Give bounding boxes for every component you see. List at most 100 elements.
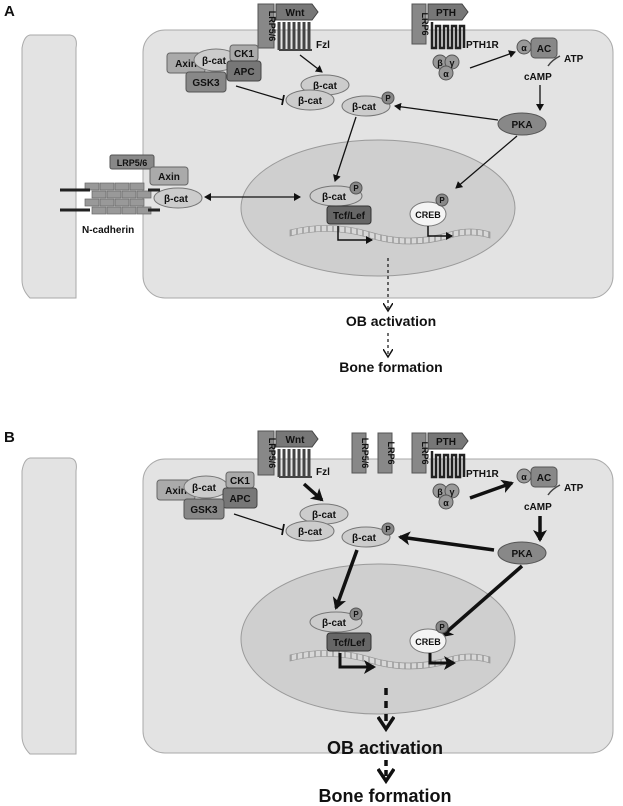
lrp6-label: LRP6	[420, 441, 430, 464]
nuclear-phospho-label: P	[353, 610, 359, 619]
neighbor-cell	[21, 457, 77, 755]
ck1-label: CK1	[230, 476, 250, 487]
nucleus	[240, 563, 516, 715]
apc-label: APC	[233, 67, 254, 78]
panel-b: B LRP5/6 Wnt Fzl LRP5/6 LRP6 LRP6 PTH PT…	[4, 429, 614, 806]
lrp6-extra-receptor	[377, 432, 393, 474]
tcf-label: Tcf/Lef	[333, 638, 366, 649]
beta-label: β	[437, 487, 443, 497]
destruction-complex: Axin β-cat CK1 APC GSK3	[166, 44, 262, 93]
apc-label: APC	[229, 494, 250, 505]
lrp6-receptor	[411, 3, 427, 45]
phospho-label: P	[385, 525, 391, 534]
wnt-label: Wnt	[286, 435, 306, 446]
pka	[497, 541, 547, 565]
fzl-label: Fzl	[316, 40, 330, 51]
wnt-receptor-complex: LRP5/6 Wnt Fzl	[257, 430, 330, 478]
bone-formation-label: Bone formation	[339, 359, 442, 375]
lrp6-extra-label: LRP6	[386, 441, 396, 464]
ck1-label: CK1	[234, 49, 254, 60]
gamma-label: γ	[449, 487, 454, 497]
creb-label: CREB	[415, 637, 441, 647]
ac-label: AC	[537, 44, 551, 55]
cytoplasmic-bcat: β-cat β-cat β-cat P	[285, 503, 395, 548]
lrp56-label: LRP5/6	[267, 438, 277, 469]
creb-phospho-label: P	[439, 196, 445, 205]
pth-label: PTH	[436, 8, 456, 19]
n-cadherin-complex: LRP5/6 Axin β-cat N-cadherin	[60, 154, 203, 236]
panel-letter: A	[4, 3, 15, 20]
panel-a: A LRP5/6 Wnt Fzl LRP6 PTH PTH1R β	[4, 3, 614, 375]
lrp56-receptor	[257, 3, 275, 49]
pth-receptor-complex: LRP6 PTH PTH1R β γ α	[411, 432, 500, 510]
wnt-label: Wnt	[286, 8, 306, 19]
bcat-top-label: β-cat	[312, 510, 337, 521]
panel-letter: B	[4, 429, 15, 446]
bcat-left-label: β-cat	[298, 527, 323, 538]
gamma-label: γ	[449, 58, 454, 68]
axin-left-label: Axin	[158, 172, 180, 183]
pth-receptor-complex: LRP6 PTH PTH1R β γ α	[411, 3, 500, 81]
alpha-label: α	[443, 498, 449, 508]
pka	[497, 112, 547, 136]
wnt-ligand	[275, 3, 319, 21]
tcf-lef	[326, 632, 372, 652]
pka-label: PKA	[511, 120, 532, 131]
atp-label: ATP	[564, 54, 584, 65]
wnt-receptor-complex: LRP5/6 Wnt Fzl	[257, 3, 330, 51]
bcat-left-label: β-cat	[298, 96, 323, 107]
camp-label: cAMP	[524, 72, 552, 83]
adenylyl-cyclase: α AC ATP cAMP	[516, 37, 584, 83]
neighbor-cell	[21, 34, 77, 299]
ncadherin-label: N-cadherin	[82, 225, 134, 236]
nuclear-phospho-label: P	[353, 184, 359, 193]
ob-activation-label: OB activation	[346, 313, 436, 329]
camp-label: cAMP	[524, 502, 552, 513]
phospho-label: P	[385, 94, 391, 103]
gsk3-label: GSK3	[190, 505, 218, 516]
pth-ligand	[427, 3, 469, 21]
cytoplasmic-bcat: β-cat β-cat β-cat P	[285, 74, 395, 117]
creb-phospho-label: P	[439, 623, 445, 632]
lrp6-label: LRP6	[420, 12, 430, 35]
nuclear-bcat-label: β-cat	[322, 618, 347, 629]
nuclear-bcat-label: β-cat	[322, 192, 347, 203]
alpha-label: α	[443, 69, 449, 79]
bcat-complex-label: β-cat	[192, 483, 217, 494]
gsk3-label: GSK3	[192, 78, 220, 89]
fzl-label: Fzl	[316, 467, 330, 478]
atp-label: ATP	[564, 483, 584, 494]
nuclear-bcat	[309, 611, 363, 633]
creb	[409, 628, 447, 654]
cadherin-bricks	[84, 182, 152, 215]
ac-alpha-label: α	[521, 472, 527, 482]
bone-formation-label: Bone formation	[319, 786, 452, 806]
destruction-complex: Axin β-cat CK1 APC GSK3	[156, 471, 258, 520]
axin-label: Axin	[175, 59, 197, 70]
pka-label: PKA	[511, 549, 532, 560]
axin-label: Axin	[165, 486, 187, 497]
ac-label: AC	[537, 473, 551, 484]
lrp56-extra-receptor	[351, 432, 367, 474]
ob-activation-label: OB activation	[327, 738, 443, 758]
bcat-membrane-label: β-cat	[164, 194, 189, 205]
pth1r-label: PTH1R	[466, 40, 500, 51]
creb-label: CREB	[415, 210, 441, 220]
tcf-label: Tcf/Lef	[333, 211, 366, 222]
lrp56-label: LRP5/6	[267, 11, 277, 42]
pth1r-label: PTH1R	[466, 469, 500, 480]
bcat-right-label: β-cat	[352, 102, 377, 113]
beta-label: β	[437, 58, 443, 68]
pth-label: PTH	[436, 437, 456, 448]
bcat-top-label: β-cat	[313, 81, 338, 92]
g-alpha	[438, 65, 454, 81]
adenylyl-cyclase: α AC ATP cAMP	[516, 466, 584, 513]
tcf-lef	[326, 205, 372, 225]
nucleus	[240, 139, 516, 277]
pth1r-receptor	[430, 22, 466, 50]
bcat-complex-label: β-cat	[202, 56, 227, 67]
bcat-right-label: β-cat	[352, 533, 377, 544]
ac-alpha-label: α	[521, 43, 527, 53]
lrp56-extra-label: LRP5/6	[360, 438, 370, 469]
